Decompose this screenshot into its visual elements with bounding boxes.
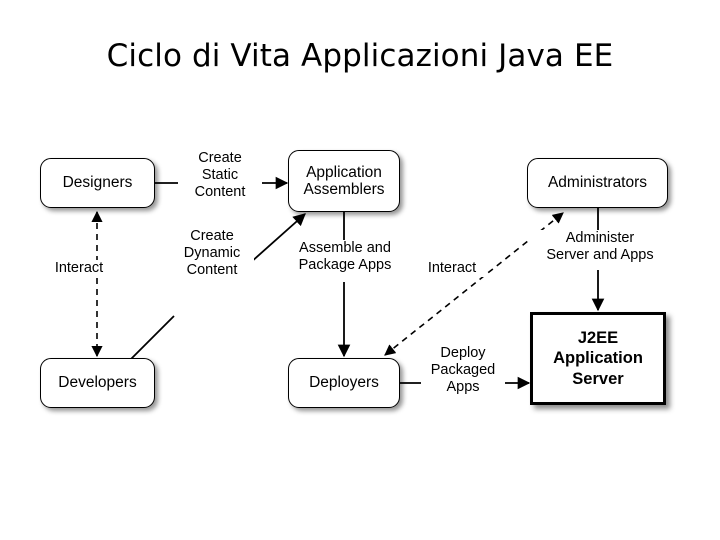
node-administrators[interactable]: Administrators <box>527 158 668 208</box>
node-administrators-label: Administrators <box>547 174 648 192</box>
page-title: Ciclo di Vita Applicazioni Java EE <box>106 38 614 74</box>
node-designers-label: Designers <box>62 174 133 192</box>
node-developers[interactable]: Developers <box>40 358 155 408</box>
edge-label-assemble-package-apps: Assemble and Package Apps <box>280 240 410 274</box>
node-deployers-label: Deployers <box>309 374 379 392</box>
edge-label-create-static-content: Create Static Content <box>178 150 262 201</box>
edge-label-deploy-packaged-apps: Deploy Packaged Apps <box>421 345 505 396</box>
edge-label-create-dynamic-content: Create Dynamic Content <box>170 228 254 279</box>
edge-label-interact-designers-developers: Interact <box>45 260 113 277</box>
diagram-connectors: Developers : Interact (dashed, bidirecti… <box>91 176 605 390</box>
node-designers[interactable]: Designers <box>40 158 155 208</box>
node-application-assemblers[interactable]: Application Assemblers <box>288 150 400 212</box>
node-application-assemblers-label: Application Assemblers <box>303 163 385 198</box>
node-deployers[interactable]: Deployers <box>288 358 400 408</box>
connector-create-dynamic-content-lower <box>127 315 175 363</box>
node-j2ee-application-server[interactable]: J2EE Application Server <box>530 312 666 405</box>
edge-label-interact-deployers-administrators: Interact <box>418 260 486 277</box>
connector-create-dynamic-content-upper <box>249 213 306 264</box>
lifecycle-diagram: Developers : Interact (dashed, bidirecti… <box>0 100 720 440</box>
node-j2ee-application-server-label: J2EE Application Server <box>553 329 643 388</box>
edge-label-administer-server-and-apps: Administer Server and Apps <box>529 230 671 264</box>
node-developers-label: Developers <box>58 374 137 392</box>
